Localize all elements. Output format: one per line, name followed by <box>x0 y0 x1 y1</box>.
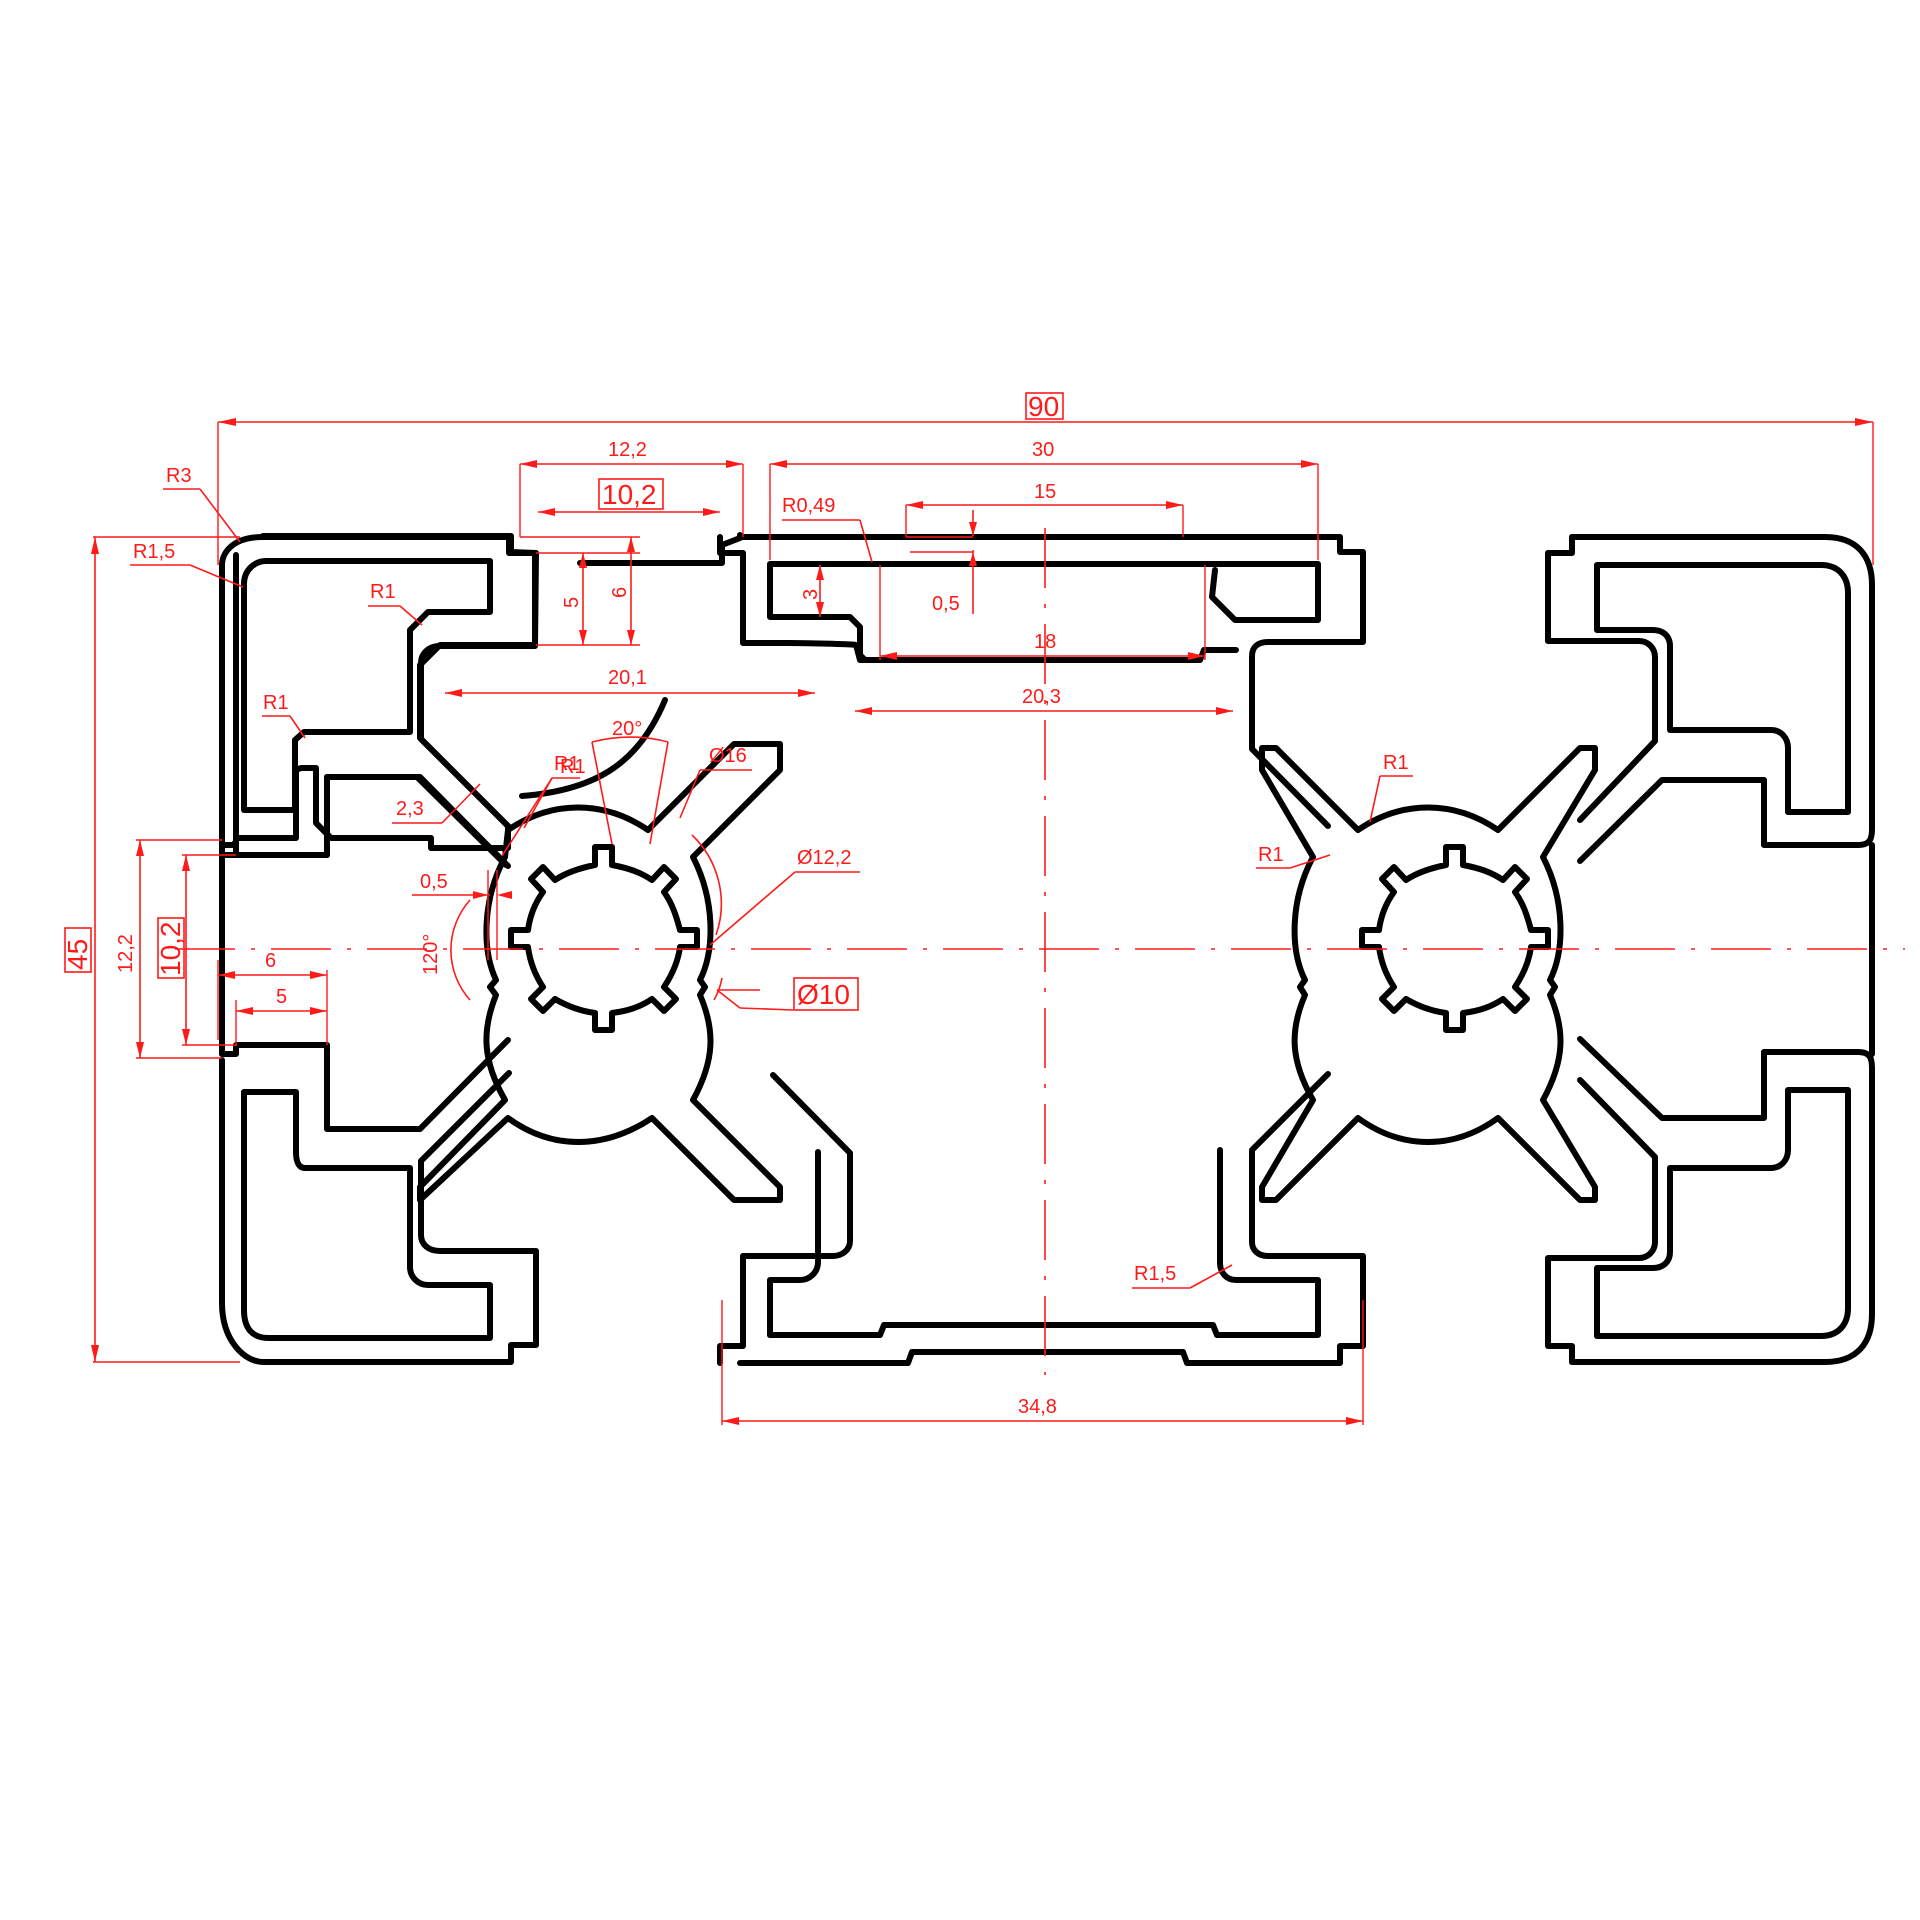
dim-0-5-top: 0,5 <box>932 593 960 615</box>
dim-r1-b: R1 <box>560 756 586 778</box>
dim-6-vert: 6 <box>609 587 631 598</box>
top-center-rail <box>737 534 1366 829</box>
top-slot-lip <box>717 534 1239 663</box>
top-right-block <box>1569 534 1875 864</box>
dim-10-2-top: 10,2 <box>602 479 657 510</box>
dim-3: 3 <box>800 589 822 600</box>
dim-r1-right-1: R1 <box>1383 752 1409 774</box>
top-right-inner <box>1594 562 1851 815</box>
dim-phi16: Ø16 <box>709 745 747 767</box>
dim-30: 30 <box>1032 439 1054 461</box>
top-right-channel <box>1545 534 1658 823</box>
dim-15: 15 <box>1034 481 1056 503</box>
left-hub-star <box>508 844 700 1033</box>
dim-20-1: 20,1 <box>608 667 647 689</box>
dim-r1-d: R1 <box>263 692 289 714</box>
left-hub-ring <box>417 741 783 1203</box>
dim-120-deg: 120° <box>420 934 442 975</box>
dim-r1-5-bottom: R1,5 <box>1134 1263 1176 1285</box>
bottom-right-block <box>1569 1036 1875 1365</box>
dim-10-2-left: 10,2 <box>155 922 186 977</box>
dim-6-horiz: 6 <box>265 950 276 972</box>
dim-90: 90 <box>1028 391 1059 422</box>
dim-12-2-top: 12,2 <box>608 439 647 461</box>
dim-phi12-2: Ø12,2 <box>797 847 851 869</box>
top-left-inner-slot <box>241 558 493 813</box>
dim-r049: R0,49 <box>782 495 835 517</box>
bottom-right-inner <box>1594 1087 1851 1339</box>
profile-outline <box>219 532 1875 1366</box>
bottom-left-block <box>219 1057 539 1365</box>
right-hub-ring <box>1259 745 1598 1203</box>
dim-r1-right-2: R1 <box>1258 844 1284 866</box>
dim-2-3: 2,3 <box>396 798 424 820</box>
dim-20-deg: 20° <box>612 718 642 740</box>
dim-r1-a: R1 <box>554 753 580 775</box>
bottom-center-left <box>717 1072 853 1366</box>
dim-34-8: 34,8 <box>1018 1396 1057 1418</box>
dimensions: 90 12,2 10,2 30 15 R0,49 <box>62 391 1874 1425</box>
dim-5-horiz: 5 <box>276 986 287 1008</box>
right-hub-star <box>1359 844 1551 1033</box>
bottom-left-inner <box>241 1089 493 1341</box>
dim-45: 45 <box>62 939 93 970</box>
top-edge-left <box>260 533 539 830</box>
dim-r3: R3 <box>166 465 192 487</box>
bottom-right-channel <box>1545 1077 1658 1365</box>
dim-18: 18 <box>1034 631 1056 653</box>
dim-r1-c: R1 <box>370 581 396 603</box>
center-lines <box>175 528 1905 1375</box>
bottom-center-inner <box>767 1147 1321 1338</box>
dim-phi10: Ø10 <box>797 979 850 1010</box>
dim-20-3: 20,3 <box>1022 686 1061 708</box>
dim-5-vert: 5 <box>561 597 583 608</box>
dim-0-5-left: 0,5 <box>420 871 448 893</box>
dim-r1-5: R1,5 <box>133 541 175 563</box>
bottom-center-rail <box>737 1071 1366 1366</box>
dim-12-2-left: 12,2 <box>115 934 137 973</box>
